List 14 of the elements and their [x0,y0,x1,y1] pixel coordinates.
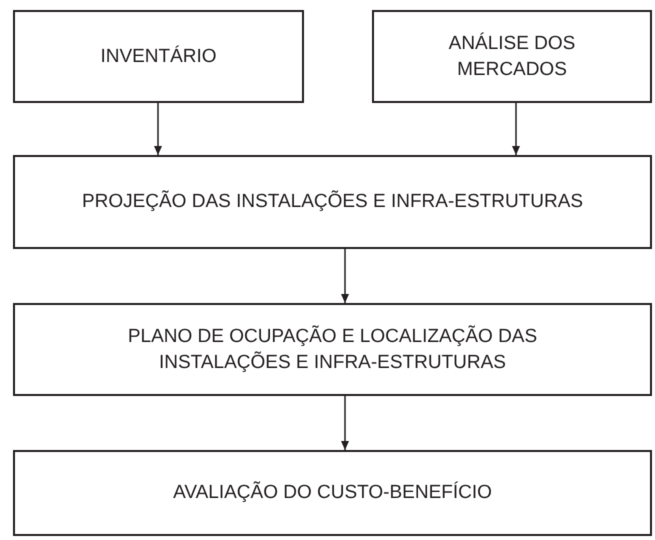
arrow [154,103,162,155]
arrow [512,103,520,155]
box-label: ANÁLISE DOS MERCADOS [448,32,576,82]
box-label: PROJEÇÃO DAS INSTALAÇÕES E INFRA-ESTRUTURAS [82,189,584,214]
box-label: AVALIAÇÃO DO CUSTO-BENEFÍCIO [173,480,492,506]
box-label: INVENTÁRIO [100,44,217,69]
arrow [341,396,349,450]
process-box [13,10,304,103]
process-box [13,450,652,536]
process-box [13,303,652,396]
box-label: PLANO DE OCUPAÇÃO E LOCALIZAÇÃO DAS INSTALAÇÕES E INFRA-ESTRUTURAS [126,324,538,374]
arrow [341,249,349,303]
process-box [13,155,652,249]
process-box [372,10,652,103]
